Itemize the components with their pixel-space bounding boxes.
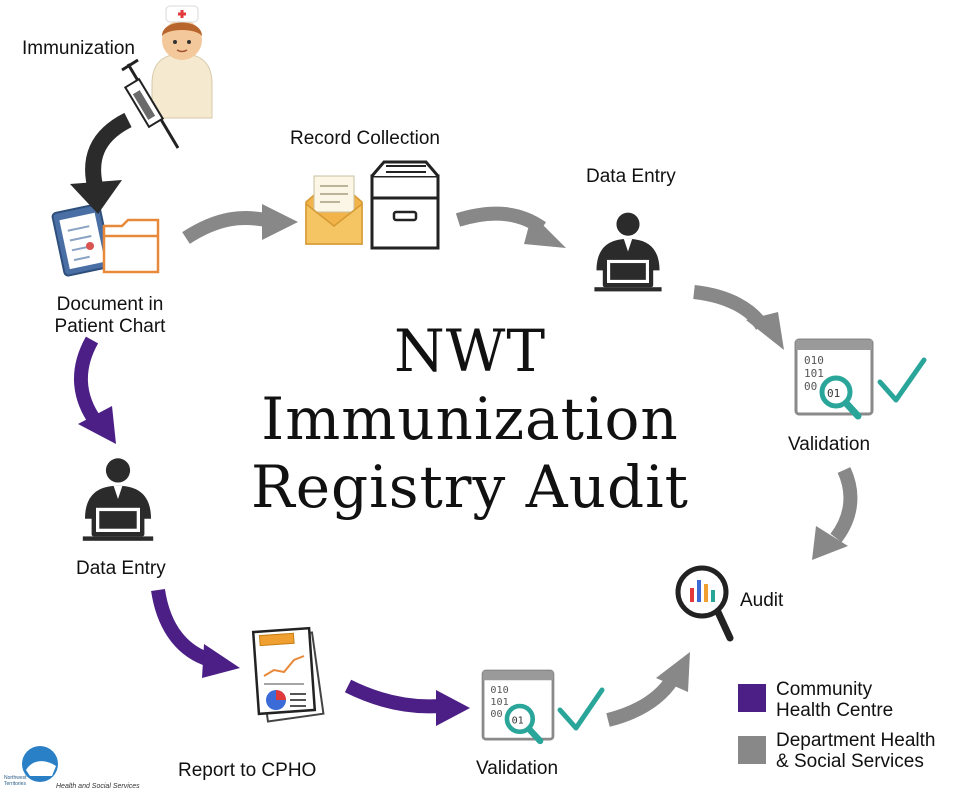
arrow-validation-to-audit-bottom <box>606 652 690 727</box>
checkmark-icon <box>557 687 605 731</box>
legend-swatch-community <box>738 684 766 712</box>
syringe-icon <box>121 58 180 149</box>
audit-magnifier-icon <box>675 565 734 642</box>
envelope-icon <box>305 175 363 245</box>
arrow-record-to-dataentry <box>455 206 566 248</box>
step-label-validation-bottom: Validation <box>476 758 559 779</box>
arrow-document-to-record <box>182 204 298 244</box>
footer-org-line1: Northwest <box>4 775 27 781</box>
arrow-dataentry-to-report <box>151 588 240 678</box>
clipboard-icon <box>51 203 113 277</box>
arrow-report-to-validation <box>344 679 470 726</box>
person-laptop-icon <box>82 458 154 541</box>
step-label-data-entry-top: Data Entry <box>586 166 676 187</box>
folder-icon <box>102 218 160 274</box>
step-label-document-line1: Document in <box>56 294 164 315</box>
arrow-validation-to-audit <box>812 467 858 560</box>
person-laptop-icon <box>594 212 662 292</box>
file-box-icon <box>370 160 440 250</box>
arrow-document-to-dataentry <box>74 336 116 444</box>
validation-code-icon <box>483 671 553 741</box>
arrow-immunization-to-document <box>70 112 132 214</box>
report-document-icon <box>251 626 325 723</box>
step-label-validation-right: Validation <box>788 434 871 455</box>
title-line-3: Registry Audit <box>251 453 689 521</box>
step-label-audit: Audit <box>740 590 784 611</box>
legend-department-line1: Department Health <box>776 730 936 751</box>
footer-org-line2: Territories <box>4 781 26 787</box>
legend-swatch-department <box>738 736 766 764</box>
title-line-1: NWT <box>393 317 547 385</box>
footer-dept: Health and Social Services <box>56 783 140 790</box>
title-line-2: Immunization <box>261 385 679 453</box>
arrow-dataentry-to-validation <box>693 285 784 350</box>
checkmark-icon <box>877 357 927 403</box>
legend-community-line2: Health Centre <box>776 700 894 721</box>
nurse-icon <box>151 5 213 119</box>
step-label-document-line2: Patient Chart <box>54 316 166 337</box>
legend-community-line1: Community <box>776 679 873 700</box>
step-label-immunization: Immunization <box>22 38 135 59</box>
validation-code-icon <box>796 340 872 416</box>
step-label-report: Report to CPHO <box>178 760 317 781</box>
legend-department-line2: & Social Services <box>776 751 924 772</box>
step-label-data-entry-left: Data Entry <box>76 558 166 579</box>
step-label-record-collection: Record Collection <box>290 128 440 149</box>
nwt-logo-icon <box>22 746 58 782</box>
